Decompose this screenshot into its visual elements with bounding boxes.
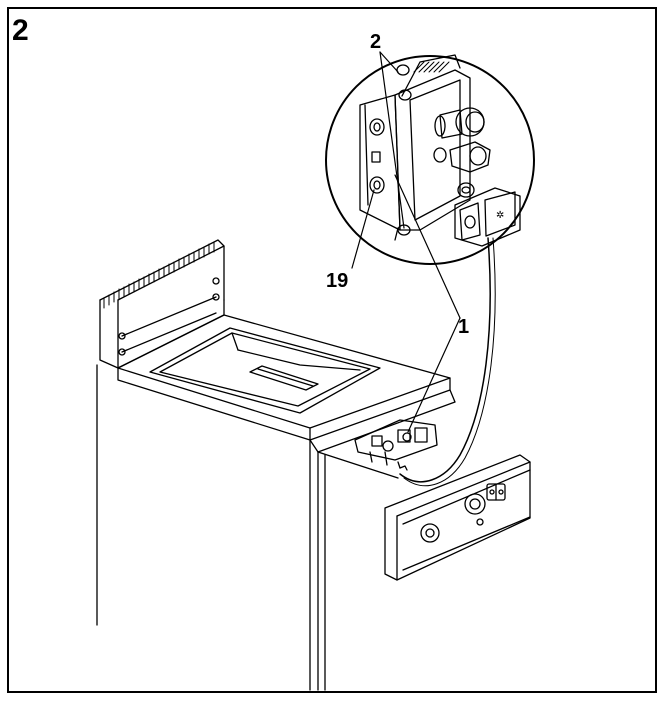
backsplash [99,239,225,369]
callout-label-left: 19 [326,270,348,292]
connection-cable [399,237,491,483]
callout-label-top: 2 [370,31,381,53]
svg-text:✲: ✲ [496,210,504,221]
detail-magnifier: ✲ [325,54,535,265]
connection-cable-inner [403,237,496,487]
leader-lines [351,51,461,433]
figure-frame [7,7,657,693]
fryer-tank [149,327,381,414]
figure-number: 2 [12,14,29,47]
fryer-cabinet [96,364,399,691]
worktop [117,314,456,453]
callout-label-right: 1 [458,316,469,338]
control-panel [384,454,531,581]
gas-valve-assembly [354,419,438,471]
